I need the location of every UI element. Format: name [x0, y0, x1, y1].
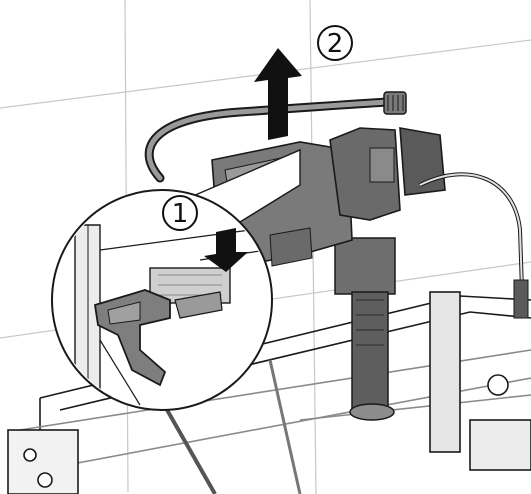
- fill-valve-column: [334, 237, 396, 421]
- lift-up-arrow: [254, 48, 302, 140]
- supply-hose: [144, 91, 407, 183]
- step-marker-1: 1: [162, 195, 198, 231]
- step-number-2: 2: [327, 29, 344, 59]
- step-number-1: 1: [172, 199, 189, 229]
- step-marker-2: 2: [317, 25, 353, 61]
- sensor-cable: [419, 172, 529, 319]
- push-down-arrow: [204, 228, 248, 272]
